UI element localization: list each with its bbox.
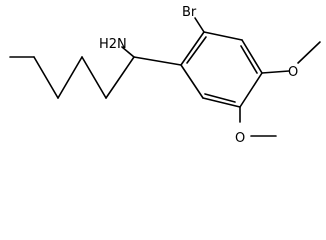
amine-label: H2N — [99, 37, 127, 52]
bond-chain-5 — [105, 56, 135, 99]
bond-chain-3 — [57, 56, 83, 99]
ring-double-3 — [204, 93, 236, 103]
structure-canvas: H2N Br O O — [9, 5, 321, 146]
bond-chain-4 — [81, 56, 107, 99]
ring-bond-5 — [202, 97, 241, 108]
bromo-label: Br — [182, 5, 197, 20]
ring-bond-1 — [180, 31, 205, 66]
bond-c-ring — [133, 56, 182, 66]
methoxy-top-oxygen-label: O — [288, 65, 298, 80]
bond-o-ch3-top — [297, 41, 321, 64]
bond-c-o-top — [261, 70, 290, 74]
ring-bond-4 — [239, 72, 263, 108]
ring-bond-6 — [180, 64, 204, 99]
bond-c-n — [121, 46, 135, 58]
methoxy-bottom-oxygen-label: O — [235, 131, 245, 146]
ring-double-2 — [240, 45, 258, 74]
ring-double-1 — [186, 36, 207, 64]
molecule-drawing: H2N Br O O — [9, 5, 321, 146]
ring-bond-3 — [241, 39, 263, 74]
bond-chain-2 — [33, 56, 59, 99]
bond-c-br — [194, 17, 205, 33]
ring-bond-2 — [203, 31, 243, 41]
